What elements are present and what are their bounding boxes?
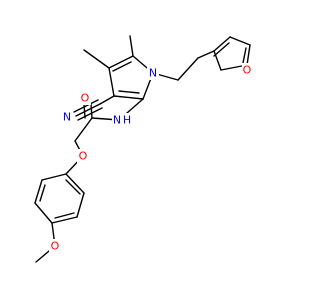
bond: [76, 192, 85, 218]
bond: [118, 90, 140, 94]
bond: [112, 61, 132, 72]
bond: [39, 184, 46, 202]
bond: [197, 50, 215, 59]
bond: [74, 117, 93, 142]
bond: [83, 103, 86, 119]
bond: [113, 95, 144, 100]
bond: [73, 99, 99, 113]
bond: [90, 103, 93, 119]
bond: [177, 57, 199, 81]
bonds: [34, 35, 251, 263]
bond: [108, 55, 134, 69]
bond: [41, 173, 67, 181]
bond: [65, 173, 85, 194]
bond: [129, 35, 134, 57]
bond: [65, 179, 81, 195]
bond: [213, 42, 230, 57]
bond: [242, 47, 247, 64]
methoxy-oxygen-label: O: [51, 240, 60, 253]
pyrrole-nitrogen-label: N: [149, 67, 157, 80]
bond: [246, 44, 251, 66]
amide-nitrogen-label: N: [113, 114, 121, 127]
atom-labels: O N N N H O O O: [49, 63, 253, 253]
bond: [229, 36, 251, 46]
bond: [108, 67, 115, 97]
bond: [213, 36, 231, 52]
molecule-canvas: O N N N H O O O: [34, 35, 253, 263]
bond: [34, 179, 43, 204]
bond: [54, 212, 75, 219]
bond: [77, 107, 103, 121]
bond: [34, 202, 53, 224]
carbonyl-oxygen-label: O: [81, 92, 90, 105]
ether-oxygen-label: O: [79, 150, 88, 163]
bond: [51, 216, 78, 224]
bond: [99, 95, 115, 105]
amide-hydrogen-label: H: [123, 114, 131, 127]
bond: [75, 103, 101, 117]
molecule-structure: O N N N H O O O: [34, 35, 253, 263]
nitrile-nitrogen-label: N: [63, 111, 71, 124]
furan-oxygen-label: O: [243, 64, 252, 77]
bond: [83, 49, 110, 69]
